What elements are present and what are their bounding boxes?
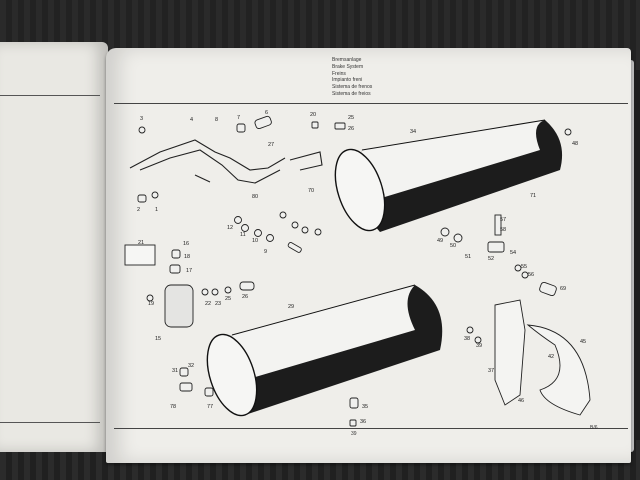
callout-58: 58 <box>500 227 506 233</box>
callout-31: 31 <box>172 368 178 374</box>
left-page-rule <box>0 95 100 96</box>
lower-air-tank <box>206 284 443 417</box>
header-line-fr: Freins <box>332 70 346 77</box>
callout-55: 55 <box>521 264 527 270</box>
callout-4: 4 <box>190 117 193 123</box>
callout-42: 42 <box>548 354 554 360</box>
callout-6: 6 <box>265 110 268 116</box>
brake-lines <box>129 139 323 184</box>
callout-12: 12 <box>227 225 233 231</box>
header-line-es: Sistema de frenos <box>332 84 373 91</box>
callout-48: 48 <box>572 141 578 147</box>
callout-20: 20 <box>310 112 316 118</box>
page-number: 39 <box>351 431 357 437</box>
callout-22: 22 <box>205 301 211 307</box>
header-line-de: Bremsanlage <box>332 57 362 63</box>
callout-39: 39 <box>476 343 482 349</box>
callout-54: 54 <box>510 250 516 256</box>
callout-25: 25 <box>348 115 354 121</box>
callout-57: 57 <box>500 217 506 223</box>
callout-71: 71 <box>530 193 536 199</box>
header-line-pt: Sistema de freios <box>332 90 371 97</box>
callout-8: 8 <box>215 117 218 123</box>
left-page <box>0 42 108 452</box>
header-rule <box>114 103 628 104</box>
callout-18: 18 <box>184 254 190 260</box>
callout-36: 36 <box>360 419 366 425</box>
callout-21: 21 <box>138 240 144 246</box>
callout-78: 78 <box>170 404 176 410</box>
callout-51: 51 <box>465 254 471 260</box>
callout-15: 15 <box>155 336 161 342</box>
upper-air-tank <box>334 119 563 232</box>
footer-rule <box>114 428 628 429</box>
callout-2: 2 <box>137 207 140 213</box>
callout-56: 56 <box>528 272 534 278</box>
callout-45: 45 <box>580 339 586 345</box>
callout-11: 11 <box>240 232 246 238</box>
callout-27: 27 <box>268 142 274 148</box>
callout-29: 29 <box>288 304 294 310</box>
page-header: Bremsanlage Brake System Freins Impianto… <box>332 57 372 98</box>
callout-52: 52 <box>488 256 494 262</box>
callout-37: 37 <box>488 368 494 374</box>
callout-80: 80 <box>252 194 258 200</box>
page-code: B/6 <box>590 425 598 431</box>
callout-26: 26 <box>348 126 354 132</box>
callout-69: 69 <box>560 286 566 292</box>
tank-bracket <box>494 299 591 416</box>
callout-10: 10 <box>252 238 258 244</box>
callout-32: 32 <box>188 363 194 369</box>
header-line-it: Impianto freni <box>332 77 363 84</box>
fittings <box>124 115 572 427</box>
callout-50: 50 <box>450 243 456 249</box>
callout-38: 38 <box>464 336 470 342</box>
callout-7: 7 <box>237 115 240 121</box>
callout-1: 1 <box>155 207 158 213</box>
callout-16: 16 <box>183 241 189 247</box>
callout-3: 3 <box>140 116 143 122</box>
callout-19: 19 <box>148 301 154 307</box>
callout-26b: 26 <box>242 294 248 300</box>
callout-35: 35 <box>362 404 368 410</box>
callout-70: 70 <box>308 188 314 194</box>
callout-9: 9 <box>264 249 267 255</box>
callout-46: 46 <box>518 398 524 404</box>
callout-34: 34 <box>410 129 416 135</box>
callout-49: 49 <box>437 238 443 244</box>
callout-23: 23 <box>215 301 221 307</box>
callout-77: 77 <box>207 404 213 410</box>
header-line-en: Brake System <box>332 63 364 70</box>
callout-25b: 25 <box>225 296 231 302</box>
left-page-bottom-rule <box>0 422 100 423</box>
callout-17: 17 <box>186 268 192 274</box>
